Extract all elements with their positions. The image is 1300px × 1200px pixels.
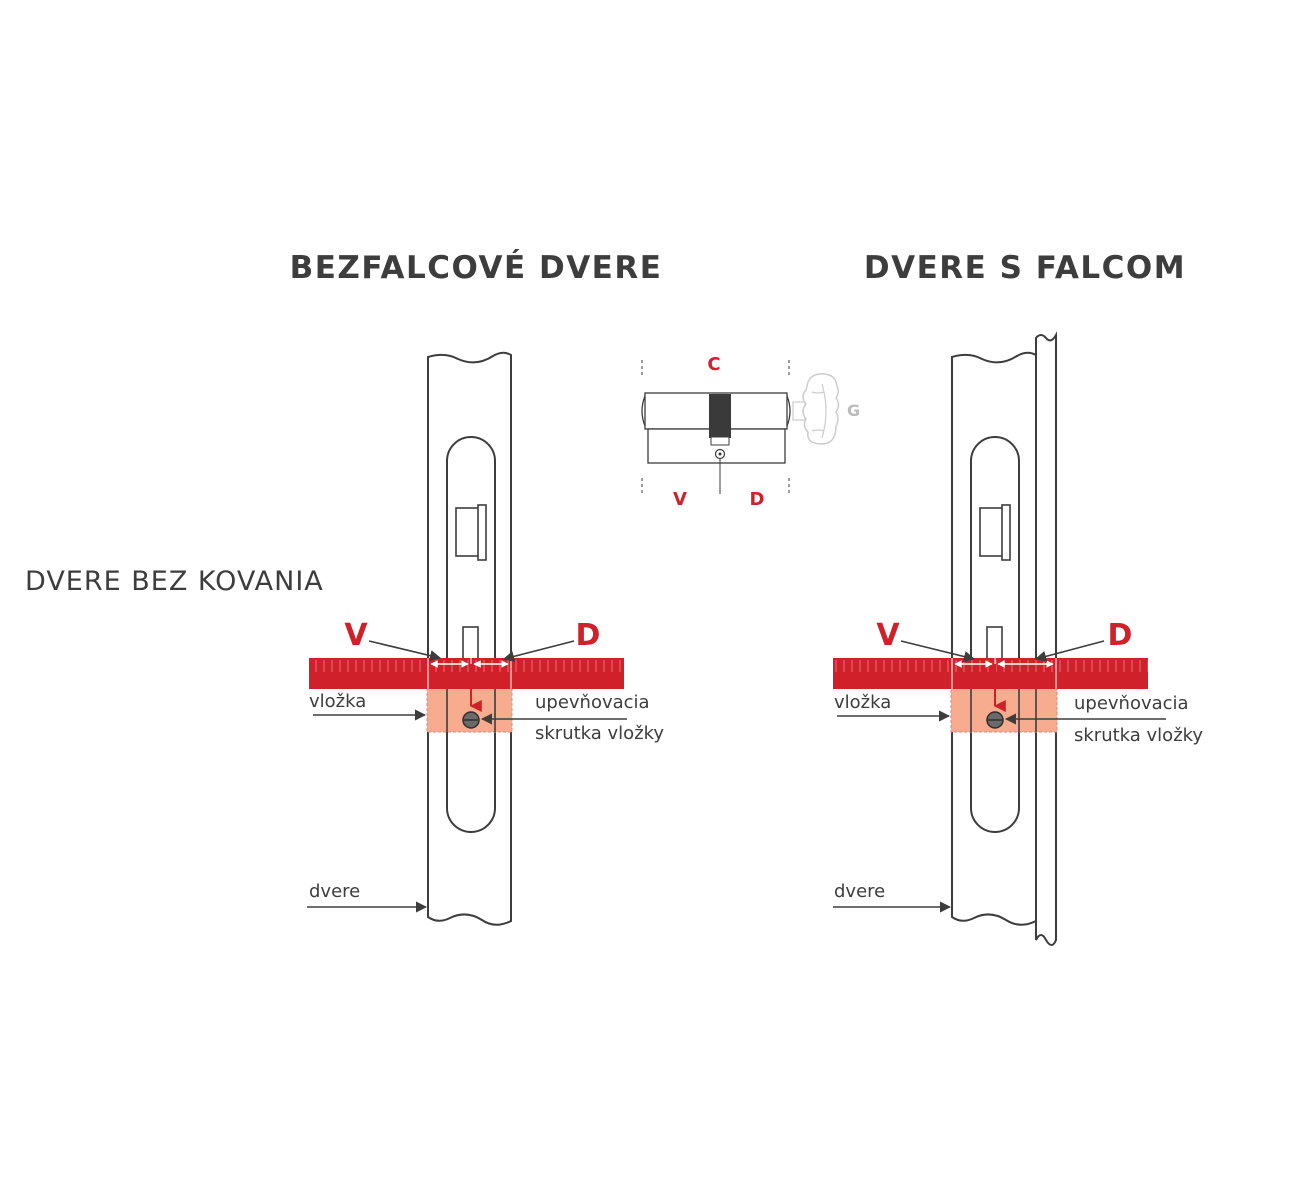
- right-d-pointer: [1034, 640, 1105, 662]
- left-ruler-ticks: [309, 658, 624, 689]
- cylinder-cam-notch: [710, 436, 730, 446]
- right-cam-slot: [986, 626, 1003, 661]
- cylinder-label-d: D: [750, 489, 765, 510]
- right-ruler-ticks: [833, 658, 1148, 689]
- left-title: BEZFALCOVÉ DVERE: [290, 250, 663, 286]
- left-v-label: V: [344, 618, 368, 653]
- cylinder-label-c: C: [707, 354, 720, 375]
- left-door-label: dvere: [309, 881, 360, 902]
- left-insert-label: vložka: [309, 691, 366, 712]
- right-v-label: V: [876, 618, 900, 653]
- left-screw-label-line1: upevňovacia: [535, 692, 650, 713]
- left-cam-slot: [462, 626, 479, 661]
- cylinder-screw-hole-center: [718, 452, 722, 456]
- cylinder-left-cap: [641, 395, 646, 427]
- right-screw-label-line1: upevňovacia: [1074, 693, 1189, 714]
- left-v-pointer: [368, 640, 442, 662]
- right-door-illustration: V D vložka upevňovacia skrutka vložky dv…: [833, 331, 1203, 946]
- left-d-label: D: [576, 618, 601, 653]
- left-d-pointer: [502, 640, 575, 662]
- cylinder-label-v: V: [673, 489, 687, 510]
- knob-icon: [802, 373, 840, 445]
- right-insert-label: vložka: [834, 692, 891, 713]
- right-v-pointer: [900, 640, 976, 663]
- right-cylinder-zone: [950, 687, 1058, 733]
- cylinder-right-cap: [786, 395, 791, 427]
- cylinder-illustration: C V D G: [641, 354, 860, 510]
- right-door-label: dvere: [834, 881, 885, 902]
- left-door-illustration: V D vložka upevňovacia skrutka vložky dv…: [307, 351, 664, 926]
- side-title: DVERE BEZ KOVANIA: [25, 566, 324, 597]
- knob-inner-contour: [811, 383, 827, 439]
- right-latch-front: [1001, 504, 1011, 561]
- right-rebate-outline: [1035, 331, 1057, 946]
- right-d-label: D: [1108, 618, 1133, 653]
- cylinder-cam: [709, 394, 731, 438]
- right-title: DVERE S FALCOM: [864, 250, 1186, 286]
- cylinder-label-g: G: [847, 401, 860, 420]
- right-screw-label-line2: skrutka vložky: [1074, 725, 1203, 746]
- left-screw-label-line2: skrutka vložky: [535, 723, 664, 744]
- left-latch-front: [477, 504, 487, 561]
